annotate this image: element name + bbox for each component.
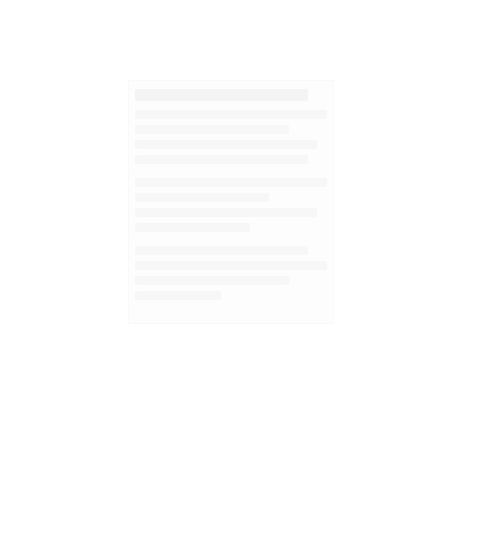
faded-text-line [135, 140, 318, 149]
faded-text-line [135, 193, 270, 202]
faded-text-line [135, 208, 318, 217]
faded-text-line [135, 223, 251, 232]
faded-text-line [135, 125, 289, 134]
faded-document-preview [128, 80, 334, 324]
faded-gap [135, 170, 327, 178]
faded-text-line [135, 276, 289, 285]
faded-text-line [135, 155, 308, 164]
faded-text-line [135, 246, 308, 255]
faded-text-line [135, 291, 222, 300]
faded-heading-line [135, 89, 308, 101]
faded-text-line [135, 261, 327, 270]
faded-gap [135, 238, 327, 246]
faded-text-line [135, 110, 327, 119]
faded-text-line [135, 178, 327, 187]
